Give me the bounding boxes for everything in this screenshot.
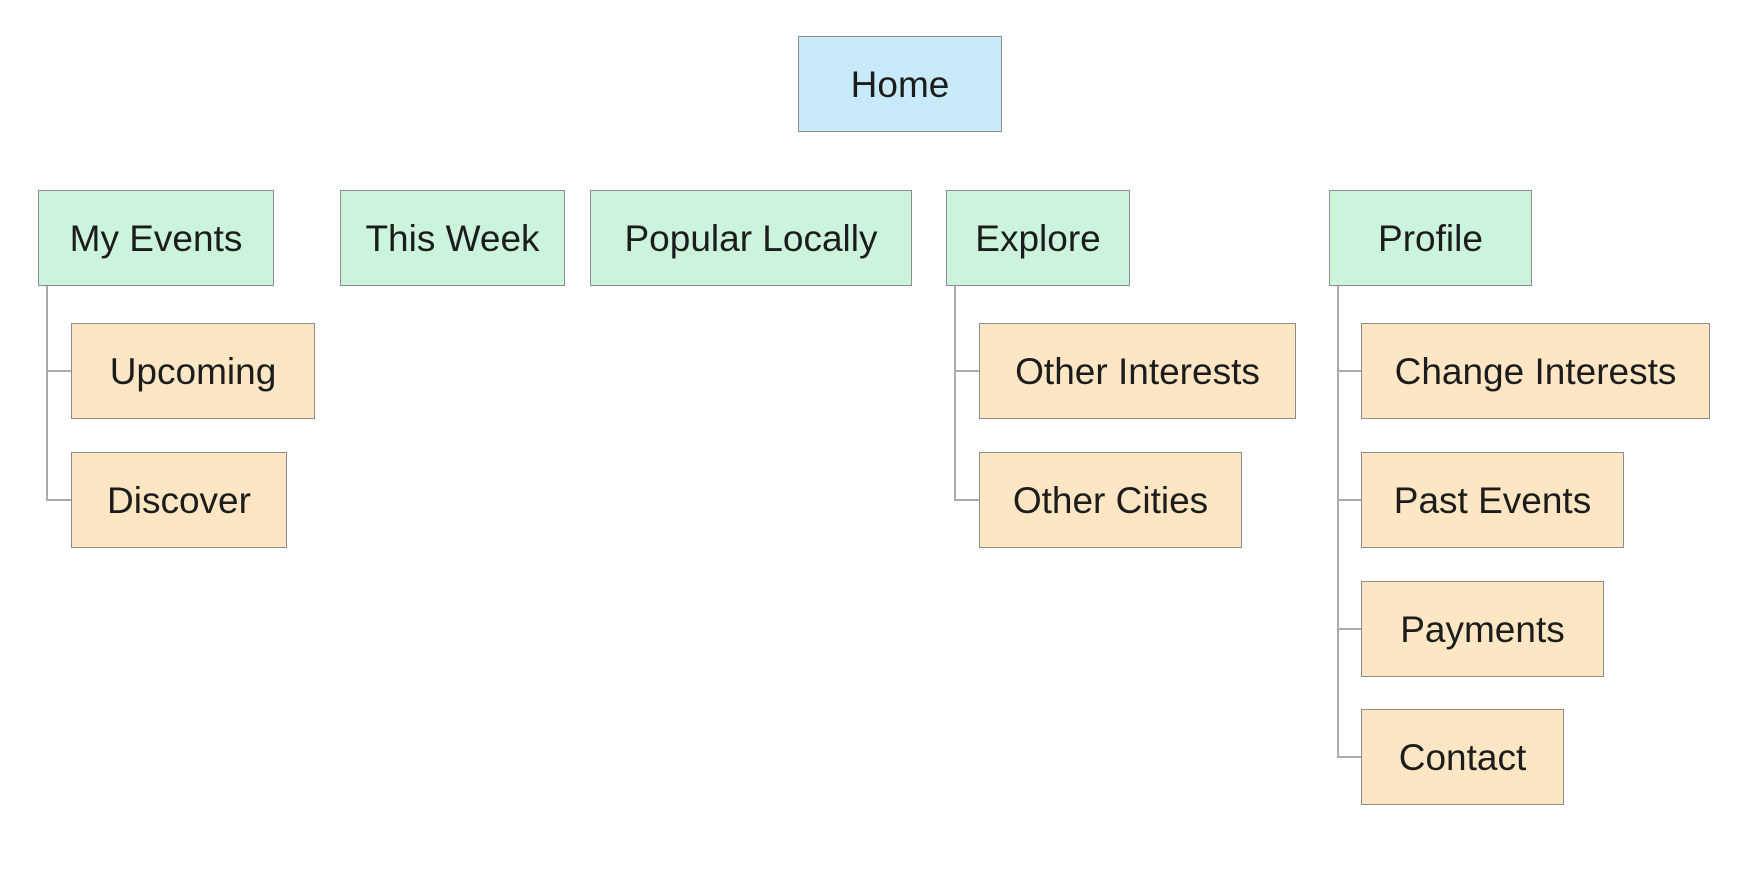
connector-profile-to-contact <box>1337 756 1361 758</box>
node-home: Home <box>798 36 1002 132</box>
node-other-cities: Other Cities <box>979 452 1242 548</box>
connector-profile-to-payments <box>1337 628 1361 630</box>
node-upcoming: Upcoming <box>71 323 315 419</box>
node-my-events: My Events <box>38 190 274 286</box>
connector-profile-to-past-events <box>1337 499 1361 501</box>
connector-explore-to-other-interests <box>954 370 979 372</box>
node-change-interests: Change Interests <box>1361 323 1710 419</box>
node-popular-locally: Popular Locally <box>590 190 912 286</box>
node-past-events: Past Events <box>1361 452 1624 548</box>
connector-explore-trunk <box>954 286 956 501</box>
node-profile: Profile <box>1329 190 1532 286</box>
connector-my-events-trunk <box>46 286 48 501</box>
connector-my-events-to-discover <box>46 499 71 501</box>
connector-explore-to-other-cities <box>954 499 979 501</box>
node-contact: Contact <box>1361 709 1564 805</box>
node-discover: Discover <box>71 452 287 548</box>
node-payments: Payments <box>1361 581 1604 677</box>
connector-my-events-to-upcoming <box>46 370 71 372</box>
connector-profile-to-change-interests <box>1337 370 1361 372</box>
node-explore: Explore <box>946 190 1130 286</box>
node-this-week: This Week <box>340 190 565 286</box>
connector-profile-trunk <box>1337 286 1339 758</box>
node-other-interests: Other Interests <box>979 323 1296 419</box>
